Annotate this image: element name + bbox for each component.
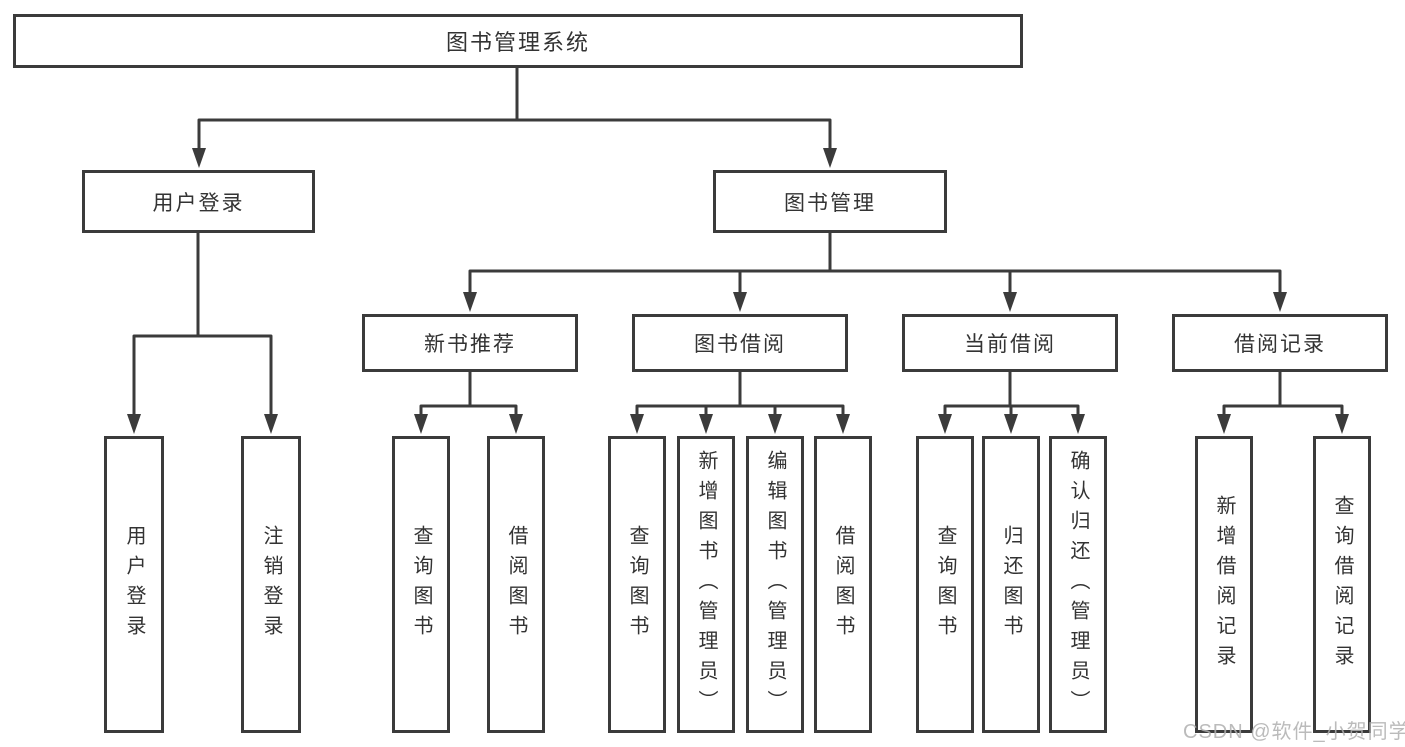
leaf-borrow-books: 借阅图书 bbox=[814, 436, 872, 733]
arrow-down-icon bbox=[1004, 414, 1018, 434]
arrow-down-icon bbox=[192, 148, 206, 168]
leaf-user-login: 用户登录 bbox=[104, 436, 164, 733]
leaf-label: 查询借阅记录 bbox=[1331, 494, 1353, 675]
connector-book-management-branch bbox=[468, 233, 1282, 297]
leaf-label: 查询图书 bbox=[934, 524, 956, 645]
leaf-label: 查询图书 bbox=[410, 524, 432, 645]
node-current-borrow: 当前借阅 bbox=[902, 314, 1118, 372]
node-new-book-recommend: 新书推荐 bbox=[362, 314, 578, 372]
leaf-label: 新增图书（管理员） bbox=[695, 449, 717, 720]
arrow-down-icon bbox=[1273, 292, 1287, 312]
connector-current-borrow-branch bbox=[943, 372, 1080, 416]
leaf-label: 确认归还（管理员） bbox=[1067, 449, 1089, 720]
leaf-label: 新增借阅记录 bbox=[1213, 494, 1235, 675]
arrow-down-icon bbox=[509, 414, 523, 434]
node-user-login: 用户登录 bbox=[82, 170, 315, 233]
leaf-label: 借阅图书 bbox=[505, 524, 527, 645]
leaf-query-borrow-record: 查询借阅记录 bbox=[1313, 436, 1371, 733]
node-borrow-records: 借阅记录 bbox=[1172, 314, 1388, 372]
arrow-down-icon bbox=[1335, 414, 1349, 434]
arrow-down-icon bbox=[733, 292, 747, 312]
csdn-watermark: CSDN @软件_小贺同学 bbox=[1183, 721, 1405, 743]
connector-book-borrow-branch bbox=[635, 372, 845, 416]
node-book-borrow: 图书借阅 bbox=[632, 314, 848, 372]
arrow-down-icon bbox=[463, 292, 477, 312]
leaf-logout: 注销登录 bbox=[241, 436, 301, 733]
node-book-management: 图书管理 bbox=[713, 170, 947, 233]
connector-new-book-branch bbox=[419, 372, 518, 416]
leaf-label: 编辑图书（管理员） bbox=[764, 449, 786, 720]
arrow-down-icon bbox=[1071, 414, 1085, 434]
arrow-down-icon bbox=[630, 414, 644, 434]
leaf-query-books-borrow: 查询图书 bbox=[608, 436, 666, 733]
arrow-down-icon bbox=[938, 414, 952, 434]
arrow-down-icon bbox=[836, 414, 850, 434]
leaf-add-books-admin: 新增图书（管理员） bbox=[677, 436, 735, 733]
connector-root-to-level2 bbox=[197, 68, 832, 153]
leaf-edit-books-admin: 编辑图书（管理员） bbox=[746, 436, 804, 733]
leaf-confirm-return-admin: 确认归还（管理员） bbox=[1049, 436, 1107, 733]
leaf-query-books-current: 查询图书 bbox=[916, 436, 974, 733]
leaf-label: 用户登录 bbox=[123, 524, 145, 645]
leaf-label: 归还图书 bbox=[1000, 524, 1022, 645]
connector-lines bbox=[132, 68, 1344, 416]
arrow-down-icon bbox=[768, 414, 782, 434]
leaf-label: 查询图书 bbox=[626, 524, 648, 645]
leaf-borrow-books-recommend: 借阅图书 bbox=[487, 436, 545, 733]
leaf-return-books: 归还图书 bbox=[982, 436, 1040, 733]
connector-borrow-records-branch bbox=[1222, 372, 1344, 416]
arrow-down-icon bbox=[823, 148, 837, 168]
node-library-system-root: 图书管理系统 bbox=[13, 14, 1023, 68]
arrow-down-icon bbox=[1003, 292, 1017, 312]
connector-user-login-branch bbox=[132, 233, 273, 416]
arrow-down-icon bbox=[1217, 414, 1231, 434]
arrowhead-icons bbox=[127, 148, 1349, 434]
leaf-query-books-recommend: 查询图书 bbox=[392, 436, 450, 733]
leaf-add-borrow-record: 新增借阅记录 bbox=[1195, 436, 1253, 733]
leaf-label: 借阅图书 bbox=[832, 524, 854, 645]
leaf-label: 注销登录 bbox=[260, 524, 282, 645]
arrow-down-icon bbox=[699, 414, 713, 434]
arrow-down-icon bbox=[264, 414, 278, 434]
arrow-down-icon bbox=[127, 414, 141, 434]
arrow-down-icon bbox=[414, 414, 428, 434]
